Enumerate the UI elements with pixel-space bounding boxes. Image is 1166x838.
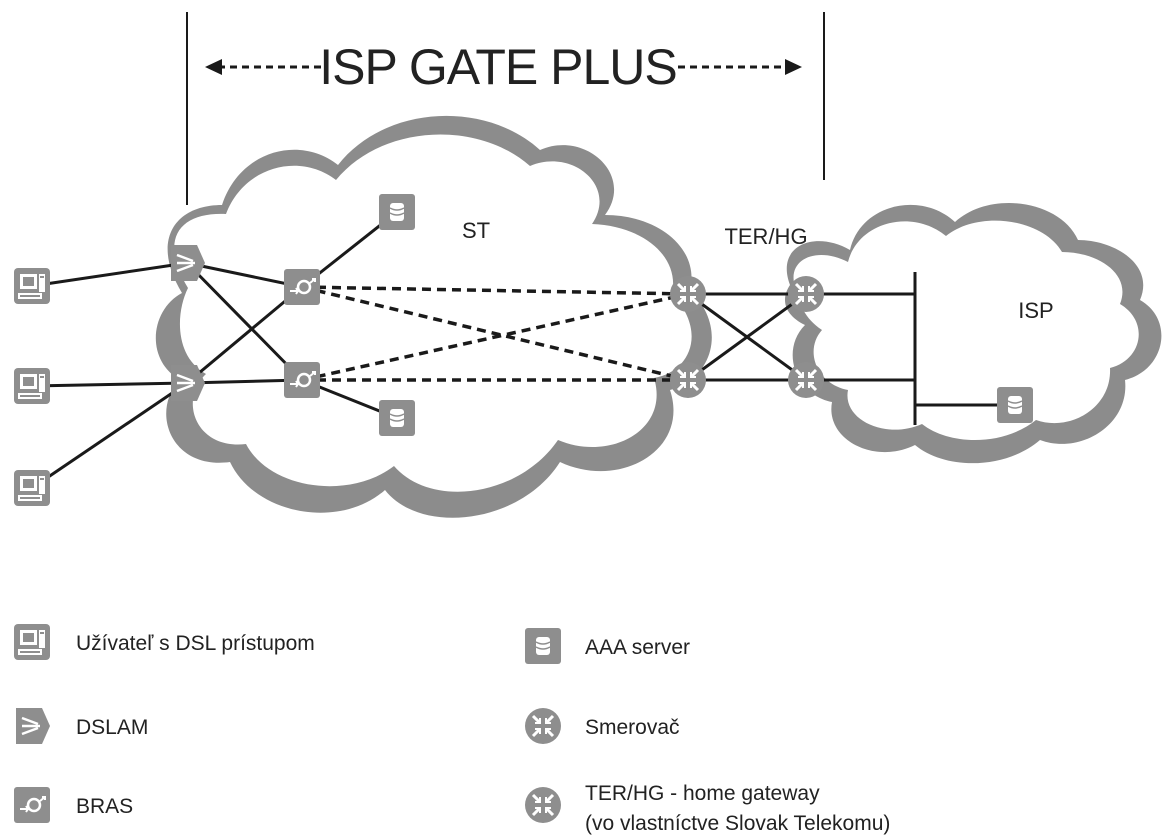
router-icon bbox=[523, 706, 563, 746]
ter-hg-label: TER/HG bbox=[724, 224, 807, 249]
legend-aaa-label: AAA server bbox=[585, 636, 690, 659]
computer-icon bbox=[14, 470, 50, 506]
router-icon bbox=[668, 274, 708, 314]
bras-icon bbox=[282, 267, 322, 307]
st-cloud bbox=[155, 115, 712, 518]
legend-bras-label: BRAS bbox=[76, 795, 133, 818]
aaa-server-icon bbox=[524, 627, 562, 665]
diagram-title: ISP GATE PLUS bbox=[319, 39, 677, 95]
computer-icon bbox=[14, 268, 50, 304]
aaa-server-icon bbox=[996, 386, 1034, 424]
computer-icon bbox=[14, 624, 50, 660]
left-dashed-arrow bbox=[205, 59, 328, 75]
legend-router-label: Smerovač bbox=[585, 716, 680, 739]
legend-ter-hg-label-line1: TER/HG - home gateway bbox=[585, 782, 820, 805]
legend-user-label: Užívateľ s DSL prístupom bbox=[76, 632, 315, 655]
st-cloud-label: ST bbox=[462, 218, 490, 243]
aaa-server-icon bbox=[378, 193, 416, 231]
bras-icon bbox=[282, 360, 322, 400]
right-dashed-arrow bbox=[678, 59, 802, 75]
home-gateway-icon bbox=[523, 785, 563, 825]
aaa-server-icon bbox=[378, 399, 416, 437]
isp-cloud-label: ISP bbox=[1018, 298, 1053, 323]
legend-dslam-label: DSLAM bbox=[76, 716, 148, 739]
home-gateway-icon bbox=[786, 360, 826, 400]
router-icon bbox=[668, 360, 708, 400]
dslam-icon bbox=[14, 706, 52, 746]
computer-icon bbox=[14, 368, 50, 404]
isp-cloud bbox=[785, 202, 1162, 464]
bras-icon bbox=[12, 785, 52, 825]
home-gateway-icon bbox=[786, 274, 826, 314]
legend: Užívateľ s DSL prístupom DSLAM BRAS AAA … bbox=[12, 624, 890, 835]
legend-ter-hg-label-line2: (vo vlastníctve Slovak Telekomu) bbox=[585, 812, 890, 835]
dashed-bras-router-links bbox=[301, 285, 689, 382]
